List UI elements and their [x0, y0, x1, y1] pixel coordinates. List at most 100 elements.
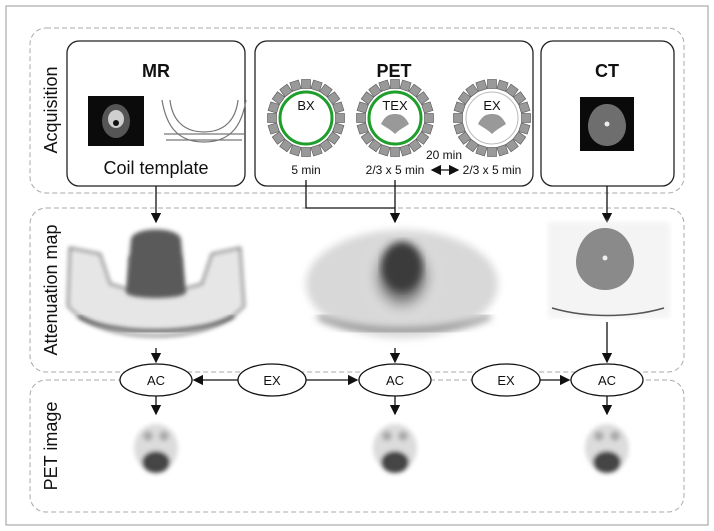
detector-block: [505, 138, 519, 153]
detector-block: [399, 144, 412, 157]
phantom-shape: [381, 114, 409, 134]
coil-template-image: [161, 99, 247, 143]
row-label-acquisition: Acquisition: [41, 66, 61, 153]
pet-image-pet: [373, 424, 417, 473]
detector-block: [332, 101, 345, 114]
detector-block: [310, 144, 323, 157]
acquisition-row-panel: [29, 27, 685, 194]
detector-block: [518, 101, 531, 114]
ex-label-right: EX: [497, 373, 515, 388]
attenuation-row-panel: [29, 207, 685, 373]
mr-title: MR: [142, 61, 170, 81]
ex-node-left: EX: [237, 363, 307, 397]
detector-block: [360, 131, 375, 145]
detector-block: [415, 91, 430, 105]
detector-block: [356, 113, 366, 123]
detector-block: [390, 79, 400, 89]
detector-block: [408, 138, 422, 153]
detector-block: [415, 131, 430, 145]
detector-block: [356, 122, 369, 135]
row-label-attenuation-map: Attenuation map: [41, 224, 61, 355]
ac-label-ct: AC: [598, 373, 616, 388]
mr-caption: Coil template: [103, 158, 208, 178]
ring-label-tex: TEX: [382, 98, 408, 113]
ac-label-mr: AC: [147, 373, 165, 388]
mr-head-image: [88, 96, 144, 146]
detector-ring-tex: TEX: [356, 79, 434, 157]
detector-block: [465, 83, 479, 98]
detector-block: [279, 83, 293, 98]
connector-bx: [305, 180, 395, 209]
ring-bx-duration: 5 min: [291, 163, 320, 177]
detector-block: [421, 101, 434, 114]
detector-block: [505, 83, 519, 98]
detector-block: [267, 122, 280, 135]
detector-block: [496, 79, 509, 92]
detector-block: [453, 122, 466, 135]
detector-block: [267, 113, 277, 123]
ct-attenuation-map: [548, 222, 670, 318]
ac-node-ct: AC: [570, 363, 644, 397]
detector-block: [326, 91, 341, 105]
detector-block: [279, 138, 293, 153]
pet-interval-label: 20 min: [426, 148, 462, 162]
detector-block: [319, 83, 333, 98]
detector-block: [390, 147, 400, 157]
detector-block: [465, 138, 479, 153]
detector-block: [267, 101, 280, 114]
detector-block: [421, 122, 434, 135]
ring-label-ex: EX: [483, 98, 501, 113]
detector-block: [518, 122, 531, 135]
detector-block: [271, 91, 286, 105]
pet-image-ct: [585, 424, 629, 473]
ring-ex-duration: 2/3 x 5 min: [463, 163, 522, 177]
ac-label-pet: AC: [386, 373, 404, 388]
outer-frame: [5, 5, 709, 526]
pet-image-row-panel: [29, 379, 685, 513]
row-label-pet-image: PET image: [41, 402, 61, 491]
detector-block: [368, 138, 382, 153]
detector-block: [360, 91, 375, 105]
detector-block: [378, 79, 391, 92]
detector-block: [301, 147, 311, 157]
ring-label-bx: BX: [297, 98, 315, 113]
mr-attenuation-map: [66, 229, 246, 338]
ring-bore: [278, 90, 334, 146]
ct-head-image: [580, 97, 634, 151]
pet-title: PET: [376, 61, 411, 81]
pet-image-mr: [134, 424, 178, 473]
detector-block: [496, 144, 509, 157]
detector-block: [408, 83, 422, 98]
detector-block: [326, 131, 341, 145]
detector-block: [399, 79, 412, 92]
detector-block: [453, 101, 466, 114]
detector-block: [332, 122, 345, 135]
detector-block: [310, 79, 323, 92]
detector-block: [319, 138, 333, 153]
detector-block: [453, 113, 463, 123]
ct-title: CT: [595, 61, 619, 81]
detector-ring-bx: BX: [267, 79, 345, 157]
phantom-shape: [478, 114, 506, 134]
detector-block: [512, 131, 527, 145]
detector-block: [521, 113, 531, 123]
detector-block: [512, 91, 527, 105]
detector-block: [457, 91, 472, 105]
detector-block: [368, 83, 382, 98]
detector-block: [475, 144, 488, 157]
pet-attenuation-map: [306, 230, 498, 338]
detector-block: [356, 101, 369, 114]
detector-block: [475, 79, 488, 92]
detector-ring-ex: EX: [453, 79, 531, 157]
ac-node-pet: AC: [358, 363, 432, 397]
detector-block: [289, 144, 302, 157]
detector-block: [457, 131, 472, 145]
detector-block: [271, 131, 286, 145]
detector-block: [335, 113, 345, 123]
detector-block: [424, 113, 434, 123]
detector-block: [378, 144, 391, 157]
detector-block: [487, 79, 497, 89]
ac-node-mr: AC: [119, 363, 193, 397]
